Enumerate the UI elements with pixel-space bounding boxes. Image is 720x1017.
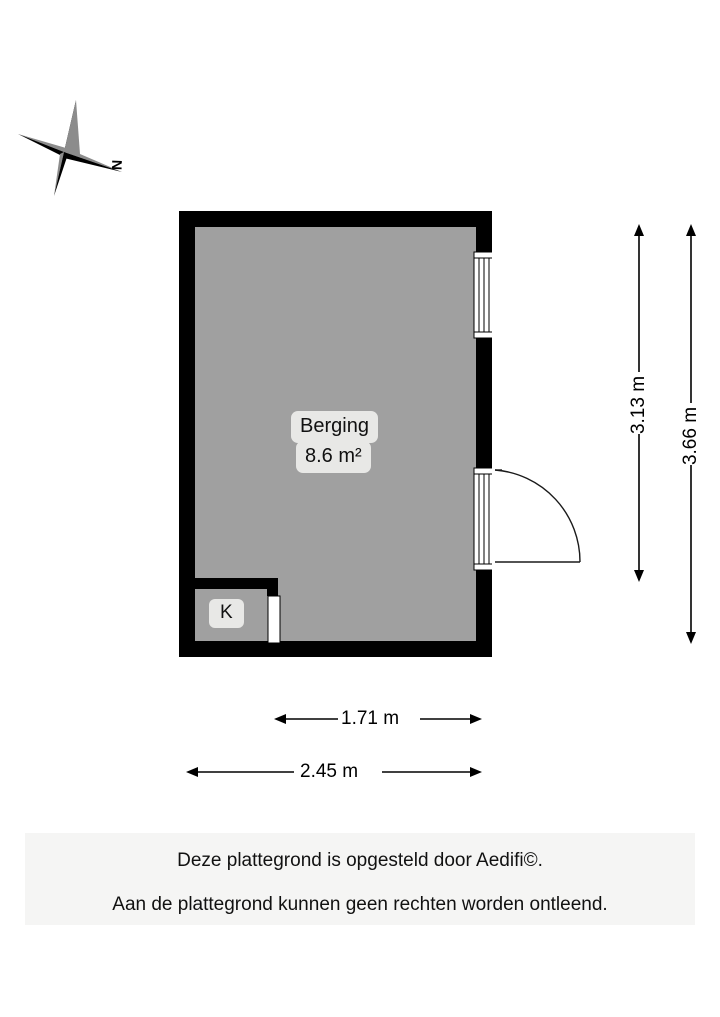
wall-left (179, 211, 195, 657)
compass-rose-icon (18, 92, 128, 197)
wall-bottom (179, 641, 492, 657)
room-label-berging: Berging (291, 411, 378, 443)
disclaimer-panel: Deze plattegrond is opgesteld door Aedif… (25, 833, 695, 925)
disclaimer-line-2: Aan de plattegrond kunnen geen rechten w… (112, 894, 608, 915)
dimension-label-245: 2.45 m (300, 761, 359, 782)
dimension-line-366 (682, 224, 700, 644)
dimension-line-171 (274, 709, 482, 729)
wall-right-b (476, 338, 492, 468)
wall-top (179, 211, 492, 227)
room-label-k: K (209, 599, 244, 628)
wall-right-a (476, 211, 492, 252)
wall-right-c (476, 570, 492, 657)
compass-north-label: N (108, 159, 126, 171)
window-right-icon (473, 251, 495, 339)
dimension-line-313 (630, 224, 648, 582)
wall-alcove-top (179, 578, 278, 589)
dimension-label-366: 3.66 m (680, 406, 701, 466)
door-k-icon (267, 595, 281, 644)
dimension-label-313: 3.13 m (628, 375, 649, 435)
dimension-label-171: 1.71 m (341, 708, 400, 729)
disclaimer-line-1: Deze plattegrond is opgesteld door Aedif… (177, 850, 543, 871)
door-right-icon (473, 467, 495, 571)
room-area-berging: 8.6 m² (296, 441, 371, 473)
door-swing-arc-icon (494, 469, 581, 563)
wall-alcove-side (267, 578, 278, 596)
dimension-line-245 (186, 762, 482, 782)
